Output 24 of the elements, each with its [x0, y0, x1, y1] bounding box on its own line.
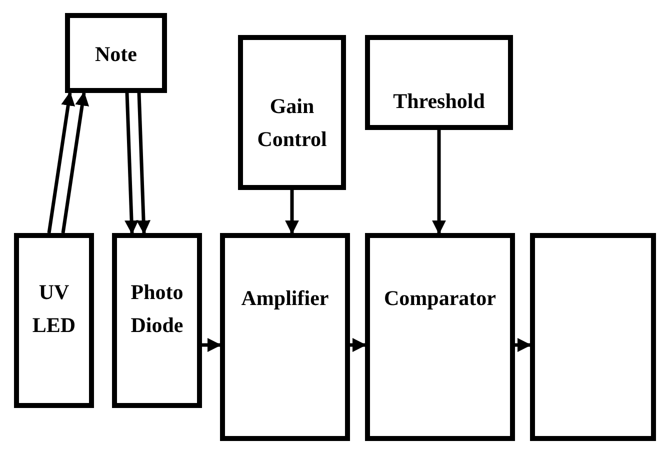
- note-box: [65, 13, 167, 93]
- process-box: [220, 233, 350, 441]
- process-box: [365, 233, 515, 441]
- arrow: [350, 338, 366, 352]
- process-box: [530, 233, 656, 441]
- arrow: [285, 190, 299, 234]
- arrow: [515, 338, 532, 352]
- arrow: [61, 92, 90, 234]
- box-label: Photo Diode: [130, 279, 184, 339]
- box-label: Comparator: [383, 285, 497, 312]
- arrow: [432, 130, 446, 234]
- box-label: UV LED: [31, 279, 77, 339]
- arrow: [136, 92, 151, 234]
- process-box: [14, 233, 94, 408]
- process-box: [238, 35, 346, 190]
- arrow: [202, 338, 222, 352]
- arrow: [124, 92, 139, 234]
- arrow: [47, 92, 76, 234]
- box-label: Threshold: [392, 88, 486, 115]
- process-box: [365, 35, 513, 130]
- process-box: [112, 233, 202, 408]
- box-label: Note: [94, 41, 138, 68]
- box-label: Amplifier: [240, 285, 330, 312]
- box-label: Gain Control: [256, 93, 328, 153]
